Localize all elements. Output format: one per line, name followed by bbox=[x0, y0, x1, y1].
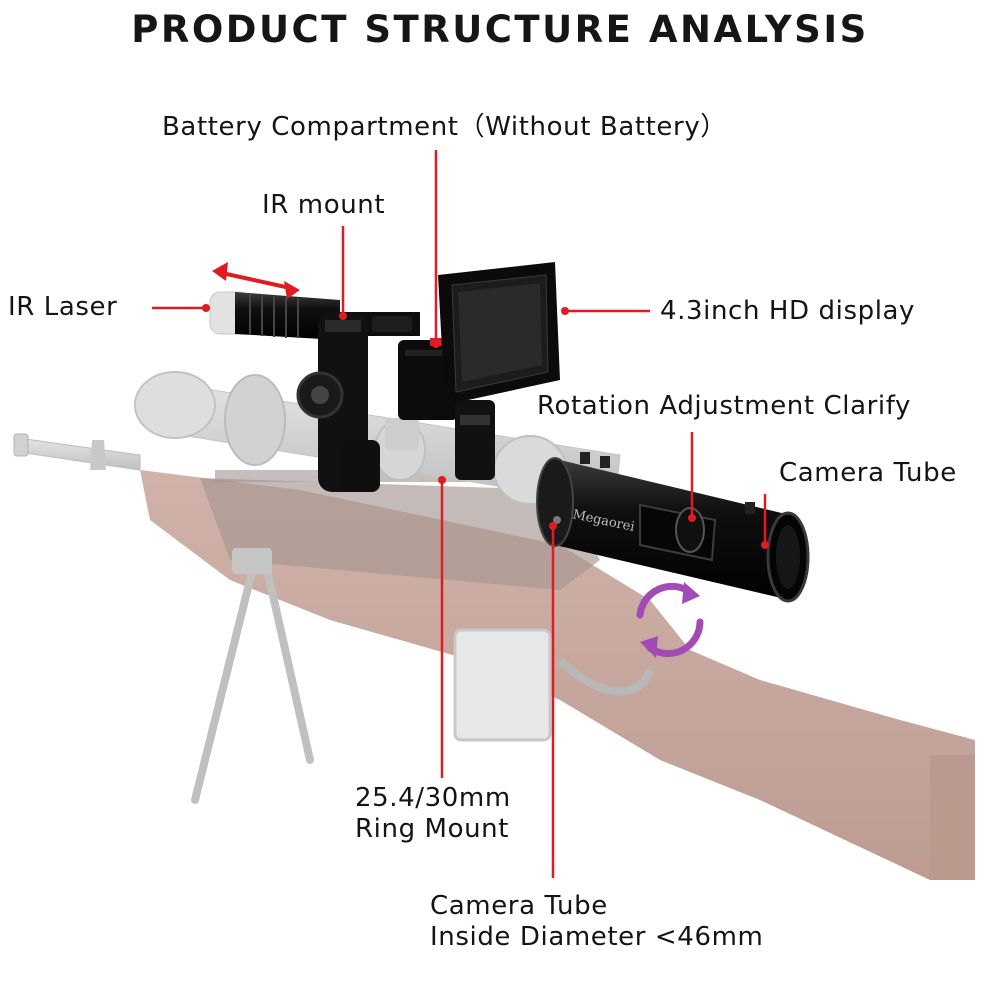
display-illustration bbox=[438, 262, 560, 480]
rifle-illustration bbox=[13, 433, 975, 880]
page-title: PRODUCT STRUCTURE ANALYSIS bbox=[131, 8, 869, 51]
rotation-arrows-icon bbox=[636, 582, 704, 658]
label-ir-laser: IR Laser bbox=[8, 292, 118, 322]
label-ring-mount: 25.4/30mm Ring Mount bbox=[355, 783, 511, 844]
label-ir-mount: IR mount bbox=[262, 190, 386, 220]
camera-tube-illustration: Megaorei bbox=[536, 452, 810, 603]
label-rotation-adjustment: Rotation Adjustment Clarify bbox=[537, 391, 912, 421]
label-camera-tube: Camera Tube bbox=[779, 458, 957, 488]
label-battery-compartment: Battery Compartment（Without Battery） bbox=[162, 112, 727, 142]
label-camera-tube-diameter: Camera Tube Inside Diameter <46mm bbox=[430, 891, 764, 952]
leader-lines bbox=[152, 150, 769, 878]
ir-mount-illustration bbox=[296, 312, 380, 492]
label-display: 4.3inch HD display bbox=[660, 296, 916, 326]
ir-laser-illustration bbox=[209, 291, 420, 340]
laser-adjust-arrow-icon bbox=[212, 262, 300, 299]
